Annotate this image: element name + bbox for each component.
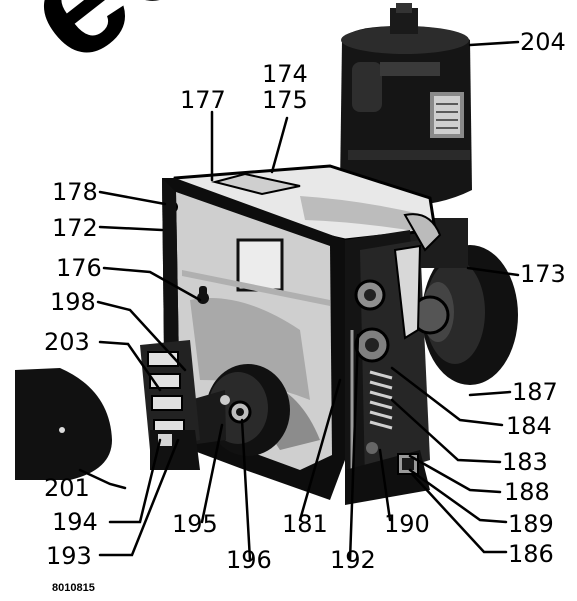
callout-190: 190 — [384, 510, 430, 538]
callout-175: 175 — [262, 86, 308, 114]
callout-193: 193 — [46, 542, 92, 570]
callout-177: 177 — [180, 86, 226, 114]
spring — [369, 370, 393, 430]
callout-176: 176 — [56, 254, 102, 282]
switch-block — [140, 340, 200, 470]
callout-204: 204 — [520, 28, 566, 56]
leader-lines — [78, 40, 520, 562]
top-cover — [168, 164, 437, 242]
callout-178: 178 — [52, 178, 98, 206]
callout-174: 174 — [262, 60, 308, 88]
callout-189: 189 — [508, 510, 554, 538]
cover-201 — [15, 368, 112, 480]
callout-188: 188 — [504, 478, 550, 506]
callout-201: 201 — [44, 474, 90, 502]
callout-203: 203 — [44, 328, 90, 356]
callout-183: 183 — [502, 448, 548, 476]
callout-173: 173 — [520, 260, 566, 288]
motor-204 — [340, 3, 472, 206]
callout-186: 186 — [508, 540, 554, 568]
callout-187: 187 — [512, 378, 558, 406]
callout-194: 194 — [52, 508, 98, 536]
callout-192: 192 — [330, 546, 376, 574]
callout-181: 181 — [282, 510, 328, 538]
callout-196: 196 — [226, 546, 272, 574]
callout-198: 198 — [50, 288, 96, 316]
callout-184: 184 — [506, 412, 552, 440]
callout-195: 195 — [172, 510, 218, 538]
figure-code: 8010815 — [52, 582, 95, 594]
callout-172: 172 — [52, 214, 98, 242]
